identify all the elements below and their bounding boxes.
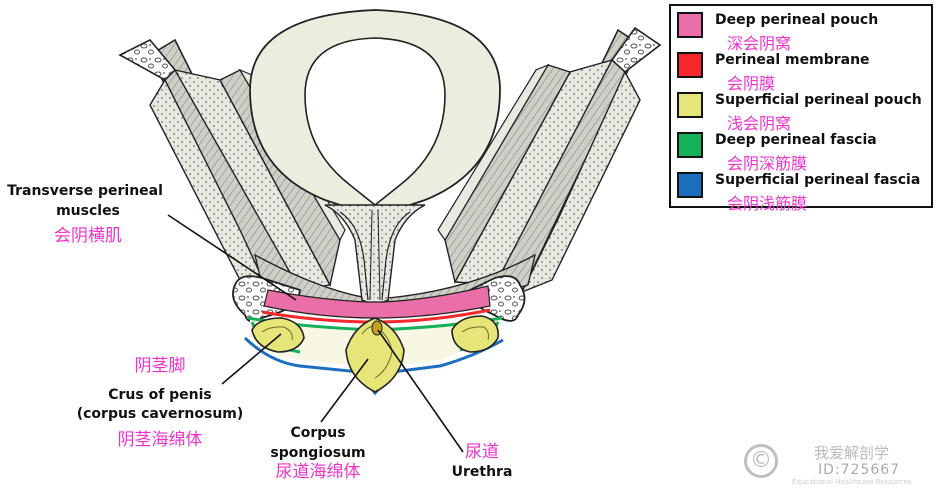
- legend-item-superficial-fascia: Superficial perineal fascia 会阴浅筋膜: [671, 168, 931, 213]
- bladder: [249, 9, 501, 306]
- label-crus-en1: Crus of penis: [108, 387, 212, 403]
- legend: Deep perineal pouch 深会阴窝 Perineal membra…: [669, 4, 933, 213]
- legend-label-cn: 会阴深筋膜: [727, 154, 808, 173]
- legend-swatch: [677, 92, 703, 118]
- label-spongiosum-en2: spongiosum: [270, 445, 366, 461]
- label-crus-en2: (corpus cavernosum): [76, 406, 244, 422]
- legend-label-en: Perineal membrane: [715, 52, 870, 68]
- legend-swatch: [677, 12, 703, 38]
- leader-crus: [221, 333, 282, 385]
- label-spongiosum-en1: Corpus: [290, 425, 346, 441]
- legend-item-perineal-membrane: Perineal membrane 会阴膜: [671, 48, 931, 93]
- legend-item-superficial-pouch: Superficial perineal pouch 浅会阴窝: [671, 88, 931, 133]
- legend-item-deep-fascia: Deep perineal fascia 会阴深筋膜: [671, 128, 931, 173]
- leader-spongiosum: [320, 358, 369, 423]
- label-transverse-en2: muscles: [56, 203, 120, 219]
- legend-label-en: Superficial perineal pouch: [715, 92, 922, 108]
- legend-swatch: [677, 172, 703, 198]
- legend-item-deep-pouch: Deep perineal pouch 深会阴窝: [671, 8, 931, 53]
- watermark-brand: 我爱解剖学: [814, 444, 890, 462]
- deep-perineal-pouch: [263, 285, 491, 319]
- corpus-spongiosum: [345, 317, 405, 393]
- legend-label-en: Superficial perineal fascia: [715, 172, 921, 188]
- crus-of-penis: [251, 315, 499, 353]
- watermark-sub: Educational Healthcare Resources: [792, 478, 912, 486]
- label-urethra-en: Urethra: [451, 464, 513, 480]
- legend-label-en: Deep perineal fascia: [715, 132, 877, 148]
- label-transverse-en1: Transverse perineal: [7, 183, 163, 199]
- label-urethra-cn: 尿道: [465, 442, 499, 462]
- legend-swatch: [677, 132, 703, 158]
- copyright-icon: ©: [744, 444, 778, 478]
- legend-label-cn: 会阴浅筋膜: [727, 194, 808, 213]
- legend-label-cn: 会阴膜: [727, 74, 776, 93]
- legend-label-cn: 深会阴窝: [727, 34, 792, 53]
- label-crus-cn1: 阴茎脚: [134, 356, 186, 376]
- leader-lines: [167, 214, 464, 453]
- leader-transverse: [167, 214, 297, 301]
- legend-label-cn: 浅会阴窝: [727, 114, 792, 133]
- legend-label-en: Deep perineal pouch: [715, 12, 879, 28]
- label-spongiosum-cn: 尿道海绵体: [275, 462, 361, 482]
- label-transverse-cn: 会阴横肌: [54, 226, 122, 246]
- leader-urethra: [377, 329, 464, 453]
- watermark-id: ID:725667: [818, 462, 901, 478]
- right-pelvic-wall: [437, 26, 662, 294]
- label-crus-cn2: 阴茎海绵体: [117, 430, 203, 450]
- legend-swatch: [677, 52, 703, 78]
